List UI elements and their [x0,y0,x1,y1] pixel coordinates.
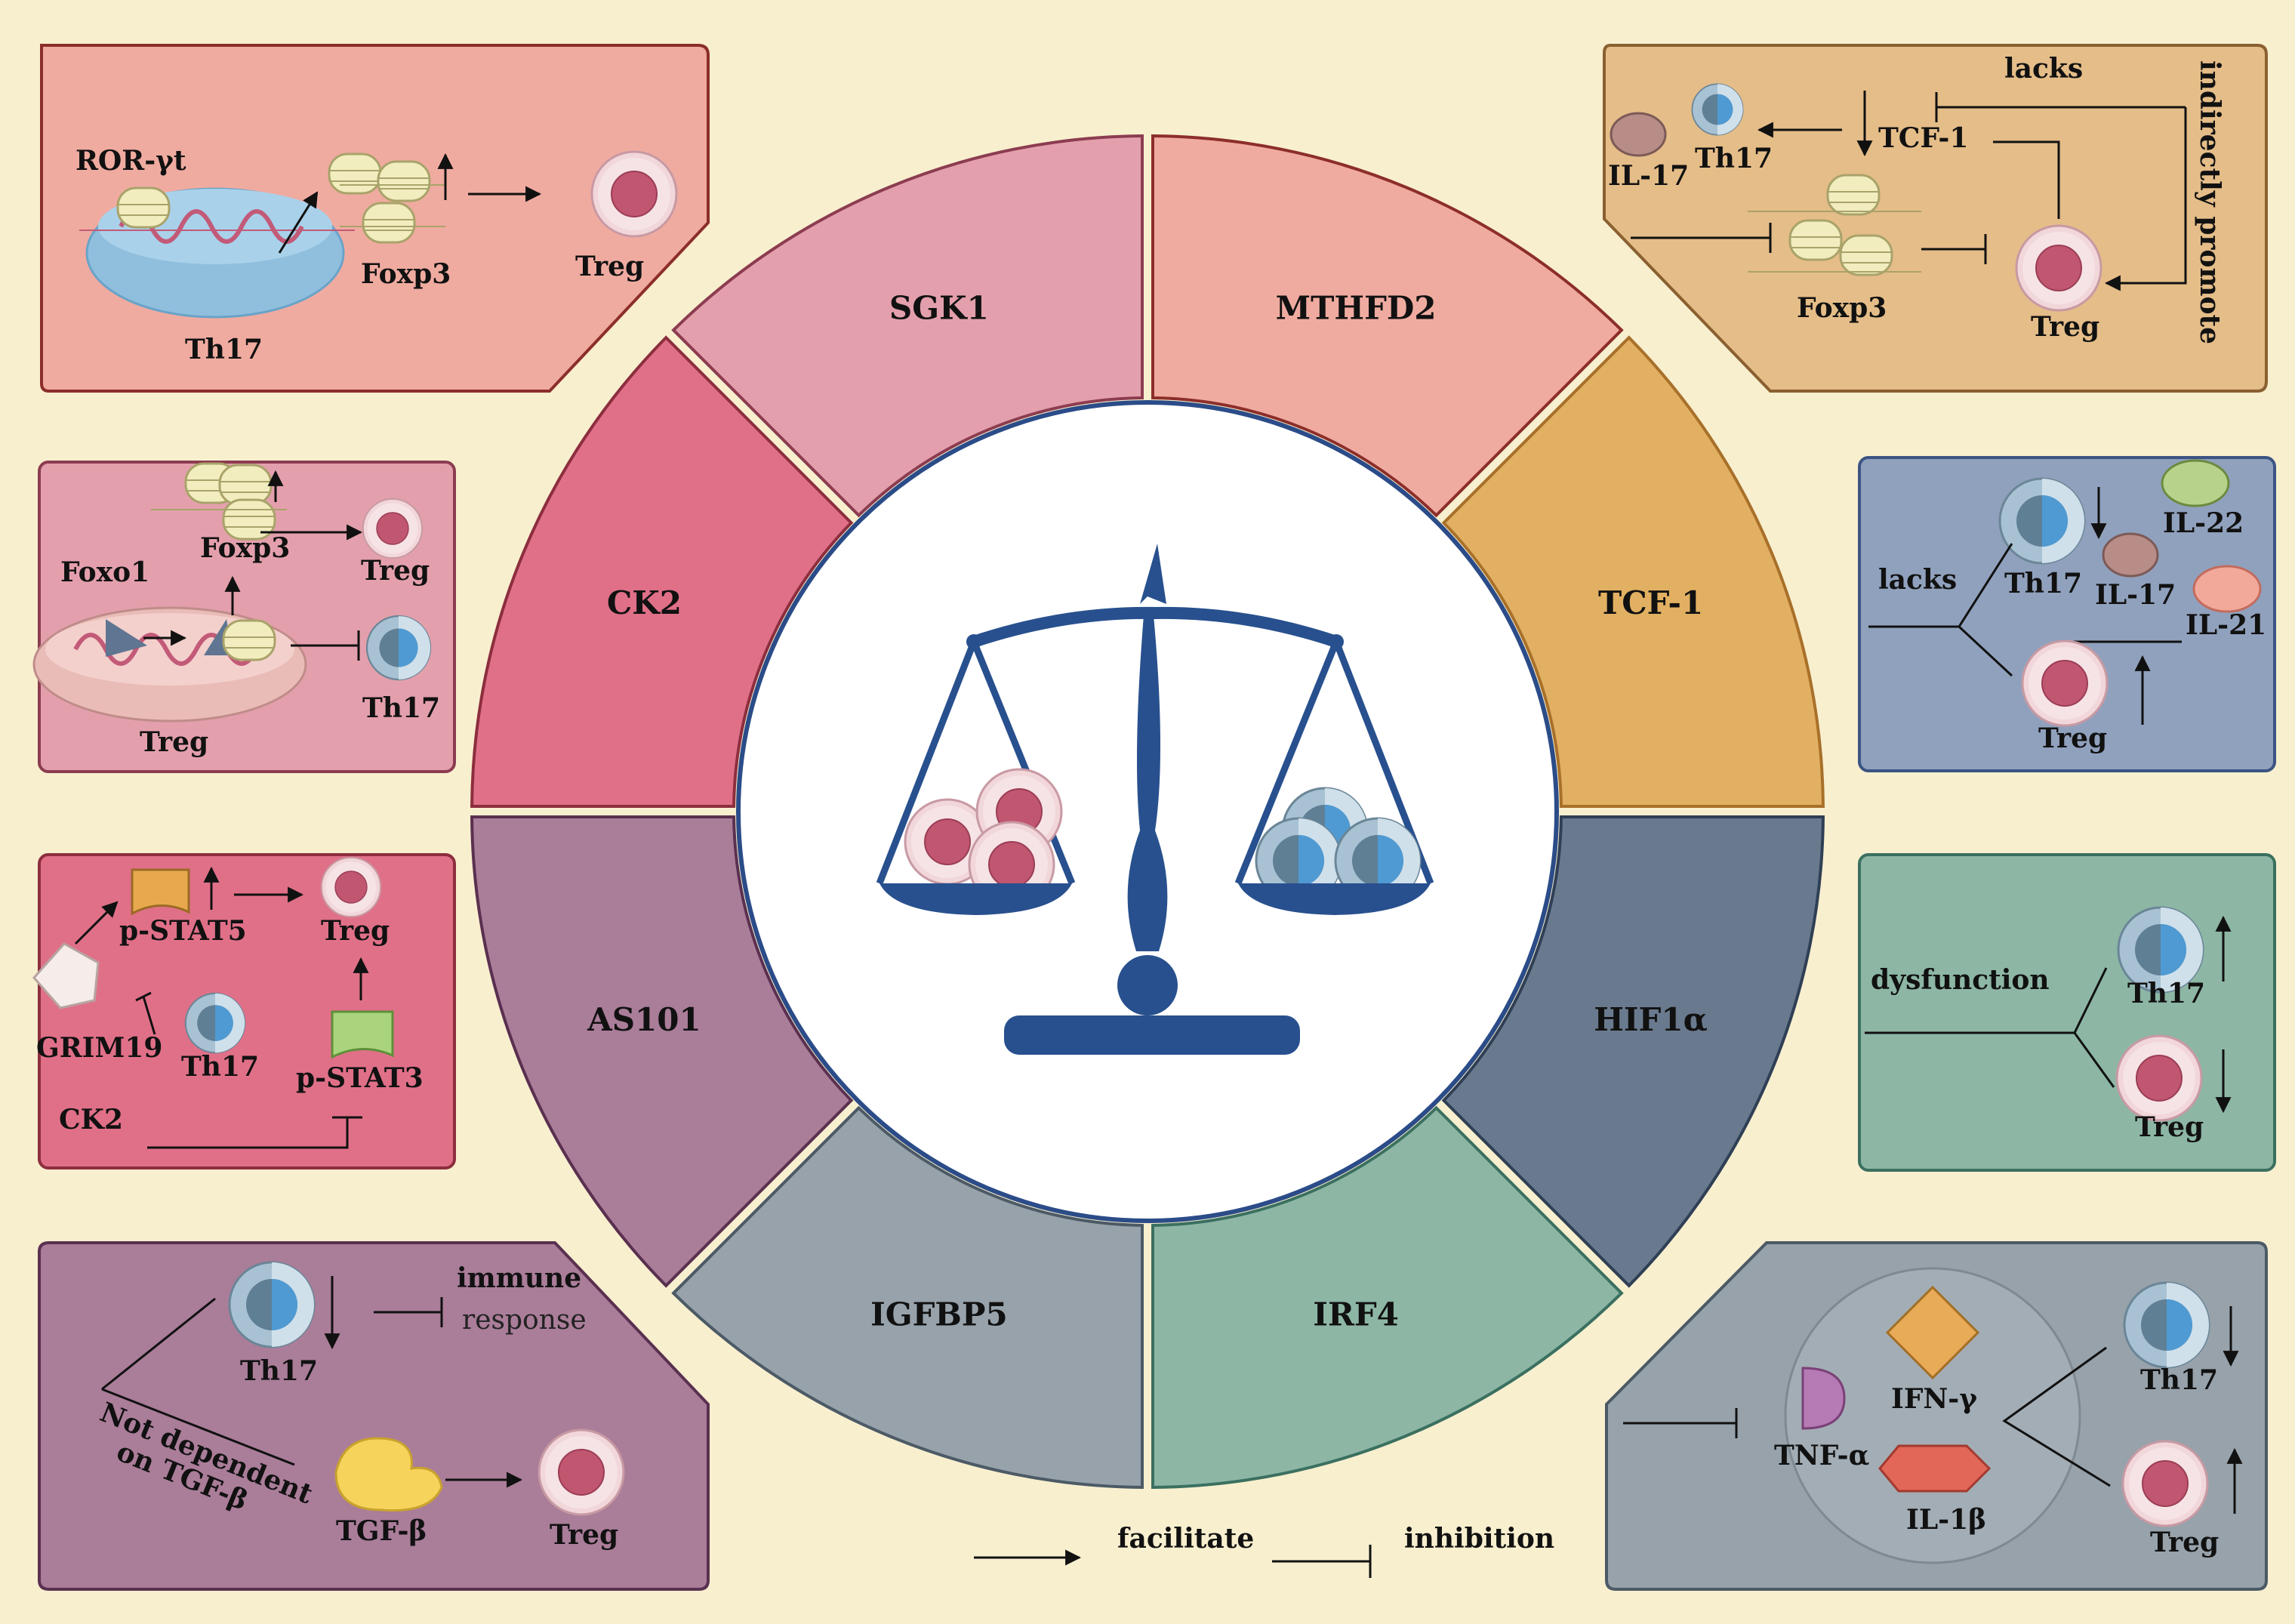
th17-label: Th17 [1695,143,1773,174]
il21-label: IL-21 [2186,609,2266,641]
il22-label: IL-22 [2163,507,2244,539]
grim19-label: GRIM19 [36,1032,162,1064]
pstat5-label: p-STAT5 [119,915,247,947]
balance-scale-icon [736,400,1559,1223]
ifn-gamma-label: IFN-γ [1891,1383,1977,1415]
il1-beta-label: IL-1β [1906,1504,1986,1536]
tgf-beta-icon [334,1437,443,1512]
th17-label: Th17 [2004,568,2082,599]
th17-cell-icon [2123,1281,2210,1369]
treg-cell-icon [362,498,424,559]
tnf-alpha-icon [1801,1367,1846,1430]
panel-mthfd2: ROR-γt Foxp3 Treg Th17 [40,44,710,393]
wheel-segment [1441,335,1825,808]
treg-cell-icon [2021,639,2109,727]
treg-cell-icon [320,856,382,918]
treg-label: Treg [2135,1111,2204,1143]
wheel-segment-label: SGK1 [889,289,989,326]
treg-label: Treg [2038,723,2107,754]
ror-gamma-t-label: ROR-γt [75,145,186,177]
th17-label: Th17 [181,1051,259,1083]
foxp3-label: Foxp3 [361,258,451,290]
panel-tcf1: lacks indirectly promote TCF-1 Th17 IL-1… [1603,44,2268,393]
foxo1-label: Foxo1 [60,556,149,588]
th17-cell-icon [365,615,432,681]
il17-icon [2102,532,2159,578]
ck2-label: CK2 [59,1104,123,1136]
response-label: response [462,1305,587,1336]
th17-label: Th17 [240,1355,318,1387]
foxp3-label: Foxp3 [200,532,290,564]
inhibition-label: inhibition [1404,1523,1554,1555]
legend: facilitate inhibition [974,1523,1554,1578]
panel-ck2: p-STAT5 Treg GRIM19 Th17 p-STAT3 CK2 [32,853,456,1169]
wheel-segment [1441,815,1825,1288]
il17-label: IL-17 [2095,579,2176,611]
grim19-icon [32,942,100,1009]
wheel-segment [470,815,854,1288]
wheel-segment-label: HIF1α [1594,1001,1708,1038]
dysfunction-label: dysfunction [1871,964,2050,996]
wheel-segment-label: AS101 [587,1001,701,1038]
il17-label: IL-17 [1608,160,1689,192]
wheel-segment-label: IRF4 [1313,1296,1399,1333]
treg-label: Treg [575,251,644,282]
treg-cell-icon [538,1428,625,1516]
il17-icon [1610,112,1667,157]
wheel-segment-label: CK2 [607,584,682,621]
facilitate-label: facilitate [1117,1523,1254,1555]
triangle-marker-icon [106,619,147,657]
wheel-segment [671,134,1144,518]
wheel-segment [1151,1105,1624,1489]
panel-irf4: dysfunction Th17 Treg [1858,853,2276,1172]
wheel-segment-label: IGFBP5 [870,1296,1008,1333]
treg-cell-icon [2121,1440,2209,1527]
wheel-segment [470,335,854,808]
tnf-alpha-label: TNF-α [1774,1440,1869,1471]
treg-label: Treg [2150,1527,2219,1558]
wheel-segment-label: TCF-1 [1598,584,1703,621]
panel-igfbp5: IFN-γ TNF-α IL-1β Th17 Treg [1605,1241,2268,1591]
lacks-label: lacks [2004,53,2083,85]
treg-label: Treg [550,1519,618,1551]
panel-as101: immune response Th17 Not dependent on TG… [38,1241,710,1591]
treg-cell-icon [590,150,678,238]
treg-label: Treg [140,726,208,758]
th17-cell-icon [1691,83,1744,136]
th17-cell-icon [1998,477,2086,565]
il1-beta-icon [1878,1444,1992,1493]
immune-label: immune [457,1262,581,1294]
th17-label: Th17 [2127,978,2205,1009]
tgf-beta-label: TGF-β [336,1515,427,1547]
th17-label: Th17 [362,692,440,724]
panel-hif1a: IL-22 lacks Th17 IL-17 IL-21 Treg [1858,456,2276,772]
treg-label: Treg [321,915,390,947]
ifn-gamma-icon [1885,1285,1980,1380]
wheel-segment [671,1105,1144,1489]
th17-cell-icon [184,992,246,1054]
treg-label: Treg [2031,311,2099,343]
il22-icon [2161,459,2230,507]
treg-cell-icon [2015,224,2102,312]
th17-label: Th17 [185,334,263,365]
wheel-segment [1151,134,1624,518]
treg-label: Treg [361,555,430,587]
il21-icon [2192,565,2262,613]
th17-cell-icon [228,1261,316,1348]
tcf1-label: TCF-1 [1878,122,1968,154]
pstat3-icon [331,1010,394,1059]
pstat3-label: p-STAT3 [296,1062,424,1094]
indirectly-promote-label: indirectly promote [2194,60,2226,344]
pstat5-icon [131,868,190,916]
panel-sgk1: Foxp3 Treg Foxo1 Treg Th17 [32,461,456,773]
treg-cell-icon [2115,1034,2203,1122]
th17-label: Th17 [2140,1364,2218,1396]
wheel-segment-label: MTHFD2 [1276,289,1437,326]
lacks-label: lacks [1878,564,1957,596]
foxp3-label: Foxp3 [1797,292,1887,324]
